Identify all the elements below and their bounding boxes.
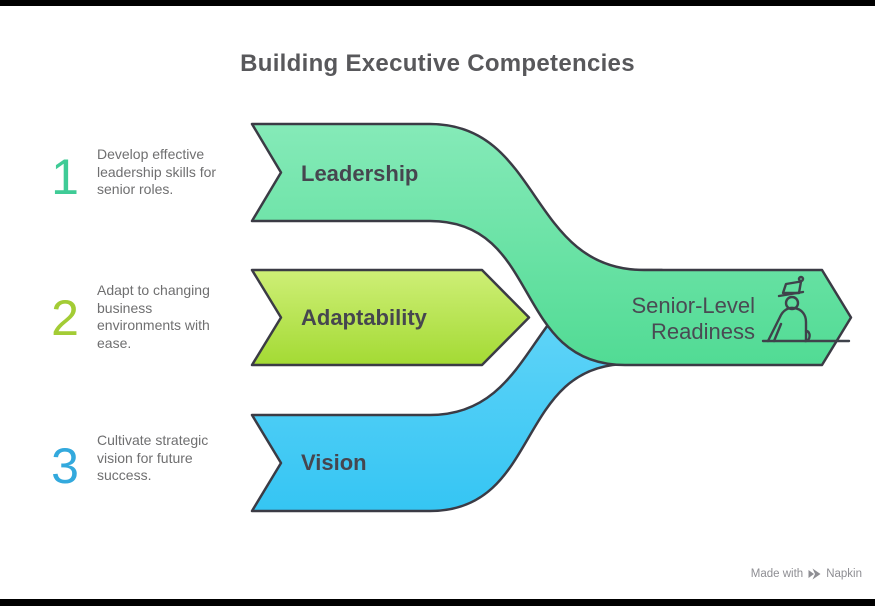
napkin-brand-text: Napkin	[826, 568, 862, 580]
top-frame-bar	[0, 0, 875, 6]
outcome-label: Senior-Level Readiness	[600, 293, 755, 345]
step-1-description: Develop effective leadership skills for …	[97, 146, 217, 197]
person-with-cap-at-desk-icon	[761, 275, 851, 343]
leadership-and-outcome-arrow-shape	[250, 122, 853, 367]
step-3-description: Cultivate strategic vision for future su…	[97, 432, 209, 483]
step-2-description: Adapt to changing business environments …	[97, 282, 210, 351]
adaptability-flow-shape	[250, 268, 531, 367]
vision-band-label: Vision	[301, 450, 367, 475]
adaptability-band-label: Adaptability	[301, 305, 427, 330]
step-3-number: 3	[51, 438, 79, 494]
step-1-number: 1	[51, 149, 79, 205]
bottom-frame-bar	[0, 599, 875, 606]
page-title: Building Executive Competencies	[240, 50, 635, 77]
outcome-label-line1: Senior-Level	[631, 293, 755, 318]
napkin-logo-icon	[808, 568, 821, 580]
step-2-number: 2	[51, 290, 79, 346]
made-with-napkin-badge[interactable]: Made with Napkin	[751, 568, 862, 580]
made-with-text: Made with	[750, 568, 804, 580]
outcome-label-line2: Readiness	[651, 319, 755, 344]
leadership-band-label: Leadership	[301, 161, 419, 186]
